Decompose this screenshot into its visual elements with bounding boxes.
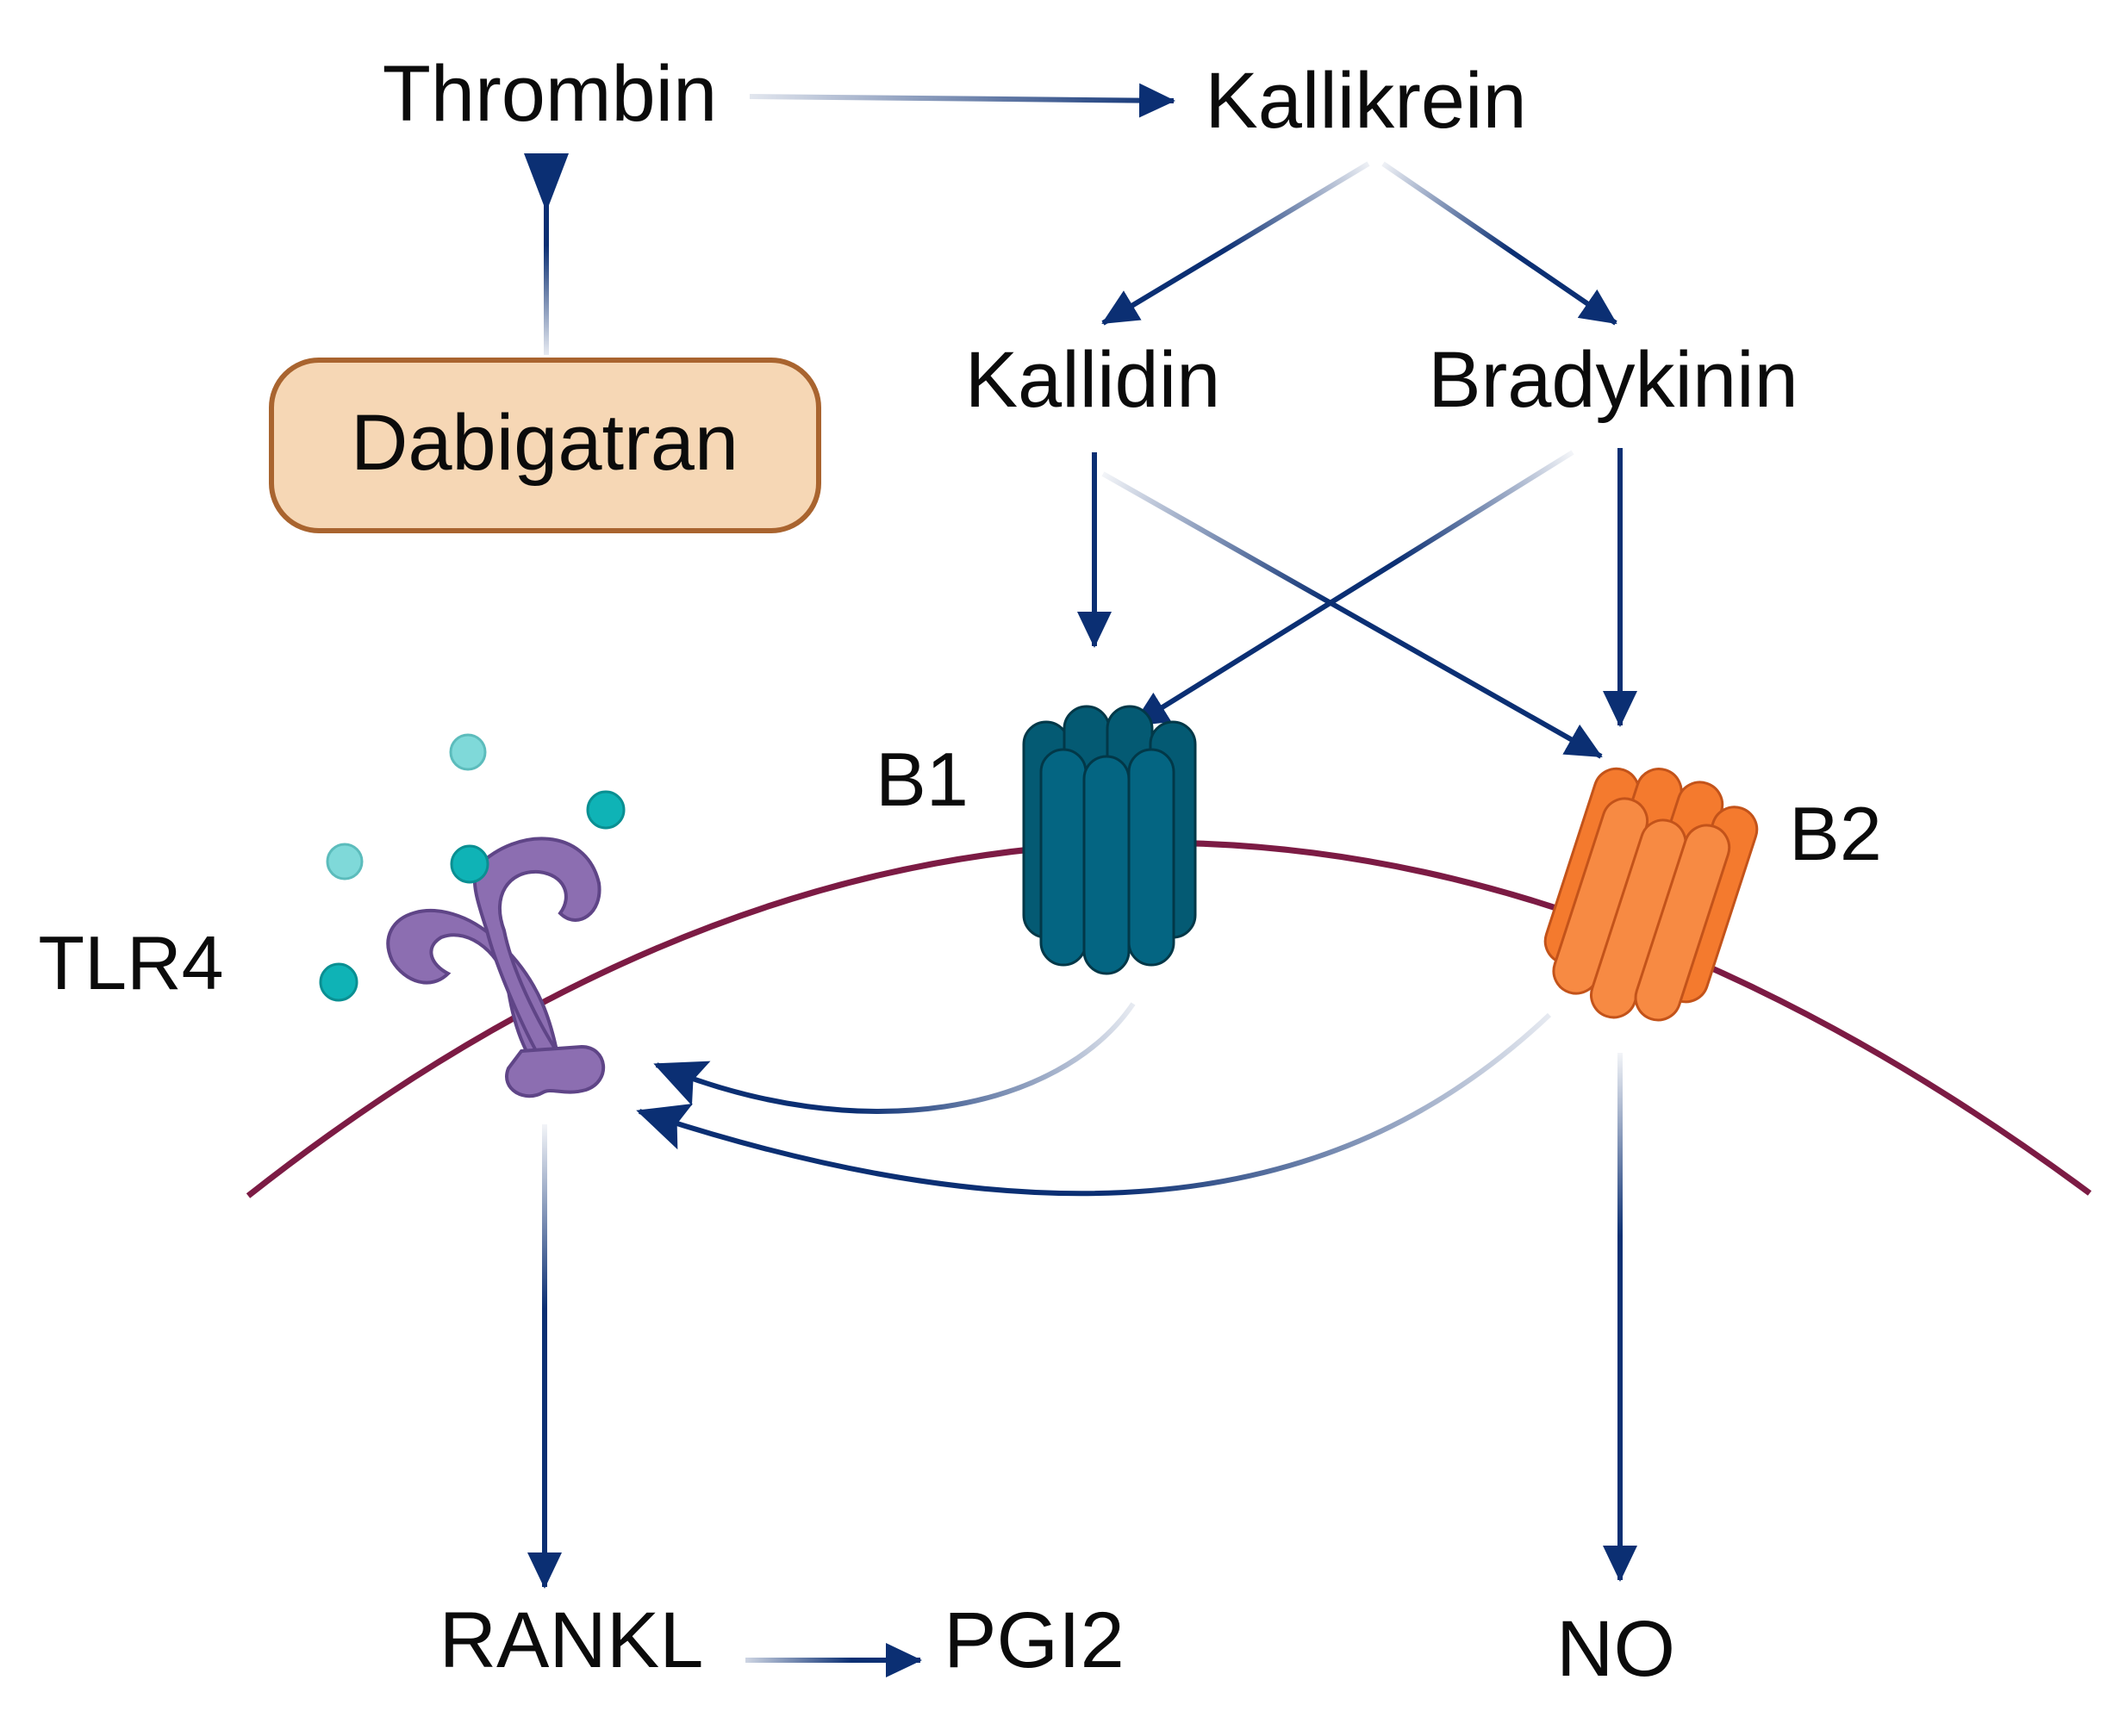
thrombin-label: Thrombin	[383, 50, 718, 138]
edge-dabigatran-inhibits-thrombin	[524, 153, 569, 355]
gpcr-barrel-icon	[1543, 767, 1759, 1022]
edge-kallikrein-kallidin	[1101, 161, 1370, 326]
ligand-molecule-icon	[319, 733, 626, 1002]
toll-like-receptor-icon	[386, 837, 606, 1098]
gpcr-barrel-icon	[1022, 705, 1197, 975]
pgi2-label: PGI2	[944, 1596, 1125, 1684]
b1-label: B1	[876, 737, 969, 822]
kallidin-label: Kallidin	[965, 336, 1221, 424]
b2-label: B2	[1789, 791, 1882, 876]
edge-b2-tlr4	[636, 1012, 1552, 1197]
kallikrein-label: Kallikrein	[1205, 57, 1526, 145]
dabigatran-label: Dabigatran	[351, 399, 739, 487]
edge-bradykinin-b1	[1131, 450, 1574, 728]
rankl-label: RANKL	[439, 1596, 704, 1684]
bradykinin-label: Bradykinin	[1428, 336, 1798, 424]
edge-b1-tlr4	[653, 1002, 1136, 1114]
edge-kallidin-b2	[1101, 471, 1603, 759]
edge-thrombin-kallikrein	[749, 83, 1175, 118]
dabigatran-box[interactable]: Dabigatran	[269, 358, 821, 533]
edge-kallikrein-bradykinin	[1381, 161, 1617, 326]
no-label: NO	[1556, 1605, 1675, 1693]
tlr4-label: TLR4	[38, 920, 223, 1005]
